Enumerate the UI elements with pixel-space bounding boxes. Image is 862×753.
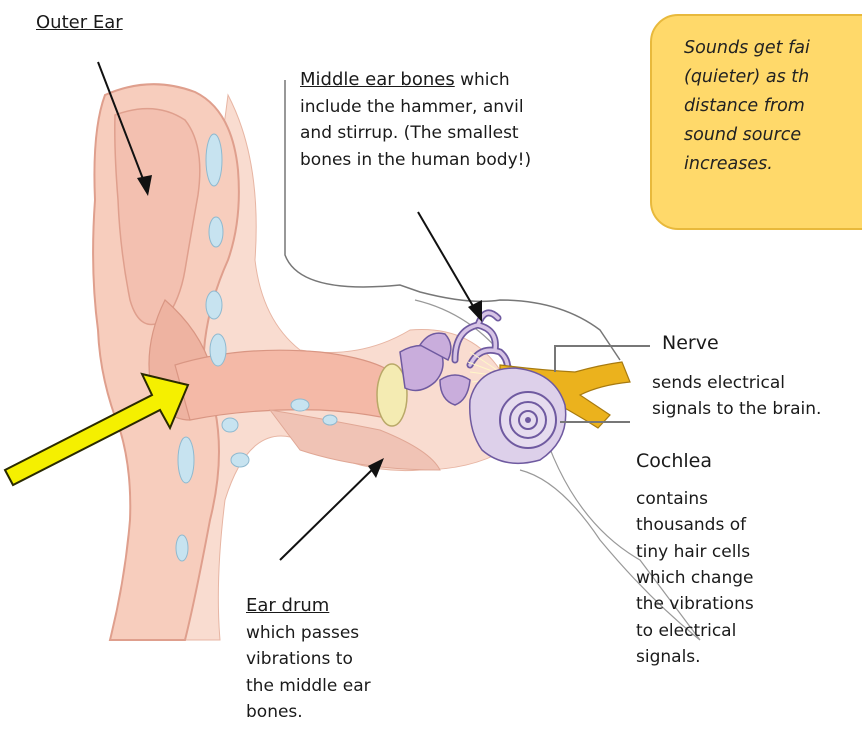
note-line: Sounds get fai bbox=[684, 34, 862, 63]
cochlea-line: the vibrations bbox=[636, 591, 754, 617]
nerve-description: sends electrical signals to the brain. bbox=[652, 370, 821, 423]
cochlea-line: tiny hair cells bbox=[636, 539, 754, 565]
cochlea-description: contains thousands of tiny hair cells wh… bbox=[636, 486, 754, 670]
cochlea-line: signals. bbox=[636, 644, 754, 670]
middle-ear-line: which bbox=[460, 70, 510, 90]
ear-drum-line: bones. bbox=[246, 699, 371, 725]
ear-drum-label: Ear drum which passes vibrations to the … bbox=[246, 592, 371, 725]
nerve-line: sends electrical bbox=[652, 370, 821, 396]
middle-ear-bones-title: Middle ear bones bbox=[300, 69, 455, 90]
cochlea-label: Cochlea bbox=[636, 450, 712, 472]
note-line: sound source bbox=[684, 121, 862, 150]
middle-ear-line: bones in the human body!) bbox=[300, 147, 531, 173]
note-line: distance from bbox=[684, 92, 862, 121]
nerve-line: signals to the brain. bbox=[652, 396, 821, 422]
cochlea-line: contains bbox=[636, 486, 754, 512]
note-line: (quieter) as th bbox=[684, 63, 862, 92]
ear-canal bbox=[175, 350, 395, 420]
ear-drum-line: vibrations to bbox=[246, 646, 371, 672]
middle-ear-line: and stirrup. (The smallest bbox=[300, 120, 531, 146]
cochlea-line: thousands of bbox=[636, 512, 754, 538]
ear-drum-title: Ear drum bbox=[246, 592, 371, 620]
sound-distance-note: Sounds get fai (quieter) as th distance … bbox=[650, 14, 862, 230]
cochlea bbox=[470, 368, 566, 463]
cochlea-line: to electrical bbox=[636, 618, 754, 644]
middle-ear-bones-label: Middle ear bones which include the hamme… bbox=[300, 66, 531, 173]
nerve-label: Nerve bbox=[662, 332, 719, 354]
cochlea-line: which change bbox=[636, 565, 754, 591]
outer-ear-label: Outer Ear bbox=[36, 12, 123, 33]
note-line: increases. bbox=[684, 150, 862, 179]
ear-drum-line: the middle ear bbox=[246, 673, 371, 699]
middle-ear-line: include the hammer, anvil bbox=[300, 94, 531, 120]
ear-drum-line: which passes bbox=[246, 620, 371, 646]
